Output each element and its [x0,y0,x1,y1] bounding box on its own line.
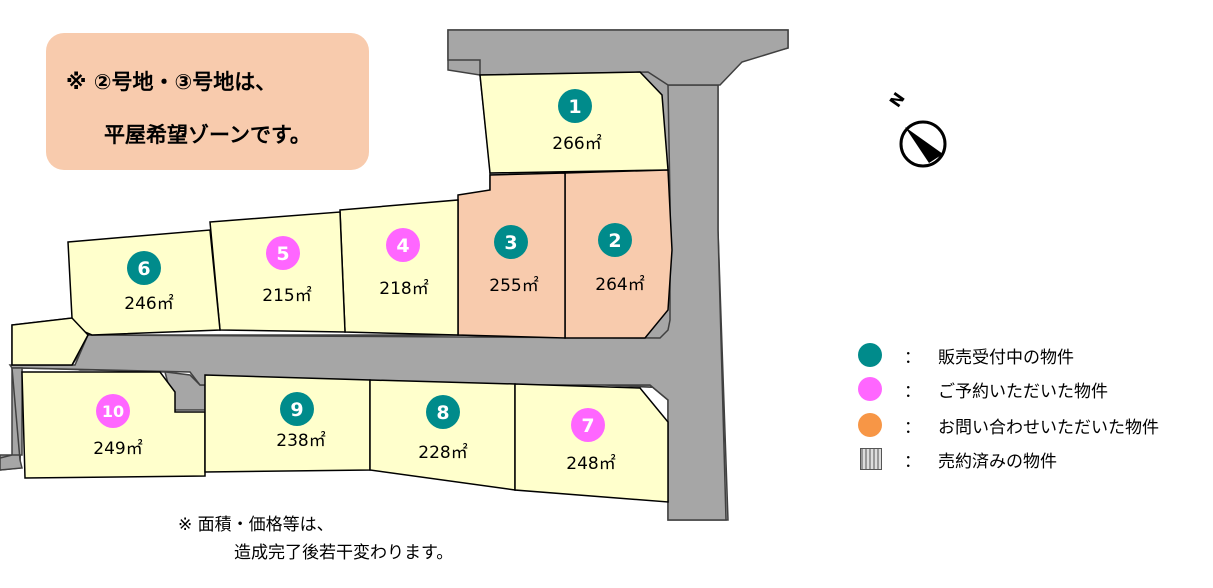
lot-4-marker: 4 218㎡ [379,228,429,299]
lot-9-marker: 9 238㎡ [276,392,326,451]
legend-item-available: ： 販売受付中の物件 [858,342,1074,368]
svg-text:N: N [886,89,909,111]
legend-label: お問い合わせいただいた物件 [938,417,1159,438]
lot-6-marker: 6 246㎡ [124,251,174,314]
north-arrow-icon: N [886,89,947,168]
legend-item-sold: ： 売約済みの物件 [858,446,1057,472]
svg-text:249㎡: 249㎡ [93,439,142,459]
svg-text:218㎡: 218㎡ [379,279,428,299]
notice-line-1: ※ ②号地・③号地は、 [66,70,277,94]
legend-item-reserved: ： ご予約いただいた物件 [858,376,1108,402]
teal-circle-icon [858,343,882,367]
svg-text:4: 4 [396,235,409,257]
pink-circle-icon [858,377,882,401]
svg-text:2: 2 [608,230,621,252]
footnote-line-1: ※ 面積・価格等は、 [178,515,334,535]
svg-text:9: 9 [290,399,303,421]
lot-markers: 1 266㎡ 2 264㎡ 3 255㎡ 4 218㎡ 5 215㎡ 6 246… [93,89,645,474]
lot-7[interactable] [514,383,669,503]
legend-label: 売約済みの物件 [938,451,1057,472]
svg-text:248㎡: 248㎡ [566,454,615,474]
svg-text:246㎡: 246㎡ [124,294,173,314]
svg-text:6: 6 [137,258,150,280]
legend-item-inquired: ： お問い合わせいただいた物件 [858,412,1159,438]
svg-text:1: 1 [568,96,581,118]
lot-3-marker: 3 255㎡ [489,225,539,296]
lot-5-marker: 5 215㎡ [262,236,312,306]
lot-4[interactable] [339,199,459,336]
lot-2-marker: 2 264㎡ [595,223,645,295]
svg-text:8: 8 [436,402,449,424]
footnote-line-2: 造成完了後若干変わります。 [234,543,454,563]
legend-label: ご予約いただいた物件 [938,381,1108,402]
lot-1-marker: 1 266㎡ [552,89,602,154]
svg-text:266㎡: 266㎡ [552,134,601,154]
svg-text:255㎡: 255㎡ [489,276,538,296]
road-top [447,29,789,86]
lot-8-marker: 8 228㎡ [418,395,468,463]
notice-box: ※ ②号地・③号地は、 平屋希望ゾーンです。 [46,33,369,170]
orange-circle-icon [858,413,882,437]
notice-line-2: 平屋希望ゾーンです。 [104,123,311,147]
svg-text:10: 10 [102,402,124,421]
svg-text:264㎡: 264㎡ [595,275,644,295]
legend-label: 販売受付中の物件 [938,347,1074,368]
svg-text:3: 3 [504,232,517,254]
lot-5[interactable] [209,211,346,333]
svg-text:238㎡: 238㎡ [276,431,325,451]
lot-6b[interactable] [11,317,89,366]
lot-10-marker: 10 249㎡ [93,394,143,459]
lot-7-marker: 7 248㎡ [566,408,616,474]
svg-text:7: 7 [581,415,594,437]
striped-square-icon [860,448,882,470]
svg-text:5: 5 [276,243,289,265]
svg-text:228㎡: 228㎡ [418,443,467,463]
svg-text:215㎡: 215㎡ [262,286,311,306]
lot-9[interactable] [204,374,371,473]
